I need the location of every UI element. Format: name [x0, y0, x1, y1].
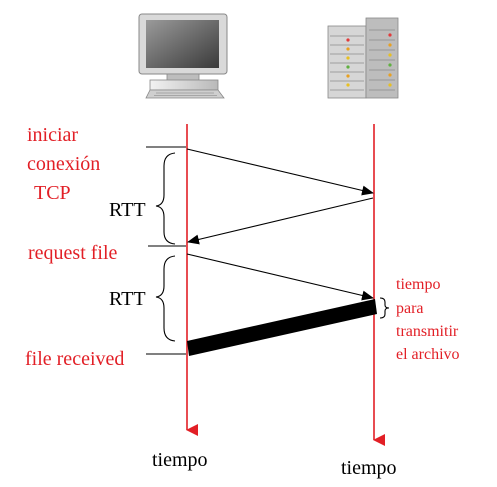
label-rtt-2: RTT — [109, 288, 146, 310]
rtt-brace-1 — [155, 152, 176, 245]
label-transmit-2: para — [396, 300, 424, 317]
file-transfer-band — [187, 299, 377, 356]
request-arrow — [186, 253, 374, 301]
synack-arrow — [187, 197, 374, 245]
label-iniciar: iniciar — [27, 124, 78, 146]
label-time-client: tiempo — [152, 449, 208, 471]
label-time-server: tiempo — [341, 457, 397, 479]
label-transmit-1: tiempo — [396, 276, 440, 293]
label-conexion: conexión — [27, 153, 100, 175]
label-request-file: request file — [28, 242, 118, 264]
label-file-received: file received — [25, 348, 124, 370]
label-tcp: TCP — [34, 182, 71, 204]
transmit-brace — [379, 297, 390, 319]
desktop-computer-icon — [138, 13, 228, 99]
server-rack-icon — [327, 17, 399, 99]
label-transmit-4: el archivo — [396, 346, 460, 363]
syn-arrow — [186, 148, 374, 196]
label-transmit-3: transmitir — [396, 323, 459, 340]
rtt-brace-2 — [155, 255, 176, 342]
label-rtt-1: RTT — [109, 199, 146, 221]
